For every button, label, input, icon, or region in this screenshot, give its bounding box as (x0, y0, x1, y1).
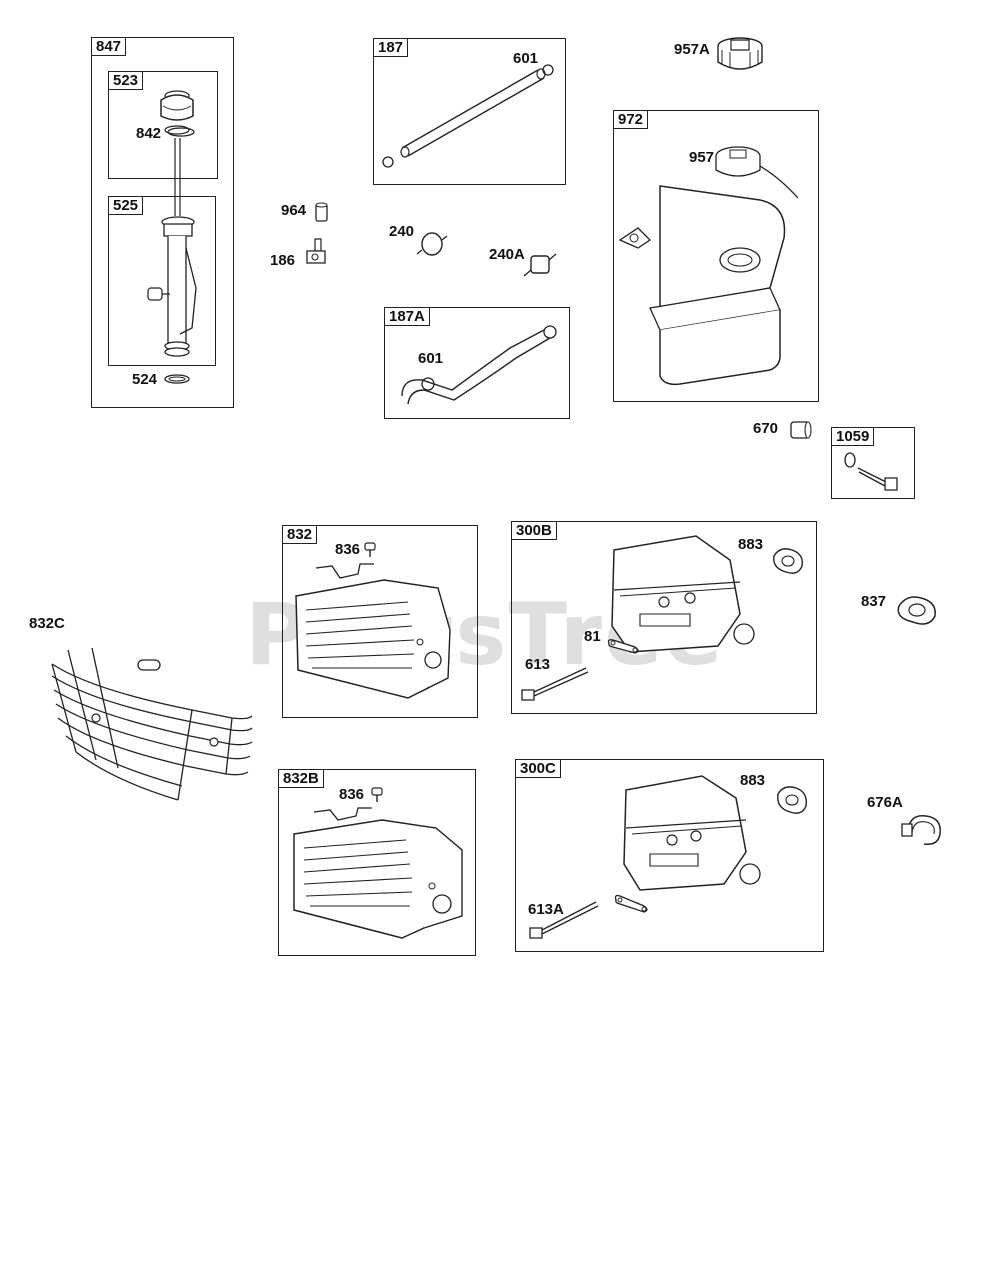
muffler-illustration-300B[interactable] (600, 530, 770, 658)
part-label-613A[interactable]: 613A (528, 901, 564, 918)
group-tag-847: 847 (91, 37, 127, 56)
muffler-guard-illustration-832B[interactable] (284, 806, 470, 946)
part-label-836-lower[interactable]: 836 (339, 786, 365, 803)
group-box-1059[interactable]: 1059 (831, 427, 915, 499)
group-box-525[interactable]: 525 (108, 196, 216, 366)
wire-guard-illustration[interactable] (42, 640, 256, 820)
group-box-832B[interactable]: 832B (278, 769, 476, 956)
part-label-832C[interactable]: 832C (29, 615, 65, 632)
screw-washer-illustration[interactable] (840, 448, 910, 494)
lock-plate-illustration-lower[interactable] (612, 892, 652, 916)
part-label-240[interactable]: 240 (389, 223, 415, 240)
inline-filter-illustration[interactable] (522, 250, 558, 280)
clamp-illustration[interactable] (900, 810, 946, 848)
part-label-957A[interactable]: 957A (674, 41, 710, 58)
part-label-613[interactable]: 613 (525, 656, 551, 673)
fuel-tube-illustration[interactable] (380, 60, 560, 170)
part-label-883-upper[interactable]: 883 (738, 536, 764, 553)
gasket-illustration-upper[interactable] (768, 544, 808, 578)
group-tag-187: 187 (373, 38, 409, 57)
group-box-187[interactable]: 187 (373, 38, 566, 185)
spacer-illustration[interactable] (788, 418, 814, 442)
group-box-300B[interactable]: 300B (511, 521, 817, 714)
group-tag-832B: 832B (278, 769, 324, 788)
fuel-cap-illustration[interactable] (712, 34, 768, 76)
group-box-300C[interactable]: 300C (515, 759, 824, 952)
muffler-illustration-300C[interactable] (612, 770, 772, 896)
part-label-240A[interactable]: 240A (489, 246, 525, 263)
group-tag-187A: 187A (384, 307, 430, 326)
gasket-illustration-lower[interactable] (772, 782, 812, 818)
part-label-81[interactable]: 81 (584, 628, 601, 645)
long-bolt-illustration-613A[interactable] (528, 896, 600, 942)
part-label-883-lower[interactable]: 883 (740, 772, 766, 789)
group-tag-1059: 1059 (831, 427, 875, 446)
fitting-illustration[interactable] (303, 237, 329, 267)
part-label-964[interactable]: 964 (281, 202, 307, 219)
sleeve-illustration[interactable] (314, 202, 330, 224)
group-tag-300B: 300B (511, 521, 557, 540)
part-label-676A[interactable]: 676A (867, 794, 903, 811)
group-tag-523: 523 (108, 71, 144, 90)
part-label-524[interactable]: 524 (132, 371, 158, 388)
fuel-filter-illustration[interactable] (416, 228, 448, 260)
oil-fill-cap-illustration[interactable] (155, 86, 200, 138)
fuel-tank-illustration[interactable] (620, 138, 814, 390)
part-label-836-upper[interactable]: 836 (335, 541, 361, 558)
part-label-842[interactable]: 842 (136, 125, 162, 142)
group-tag-972: 972 (613, 110, 649, 129)
group-box-523[interactable]: 523 (108, 71, 218, 179)
part-label-186[interactable]: 186 (270, 252, 296, 269)
seal-ring-illustration[interactable] (166, 126, 196, 138)
lock-plate-illustration-upper[interactable] (605, 637, 641, 655)
group-box-847[interactable]: 847 (91, 37, 234, 408)
group-box-832[interactable]: 832 (282, 525, 478, 718)
muffler-guard-illustration[interactable] (288, 560, 466, 710)
part-label-601-tube[interactable]: 601 (513, 50, 539, 67)
group-tag-832: 832 (282, 525, 318, 544)
group-box-972[interactable]: 972 (613, 110, 819, 402)
o-ring-illustration[interactable] (163, 373, 191, 385)
bolt-icon-lower[interactable] (369, 786, 385, 804)
curved-hose-illustration[interactable] (392, 318, 562, 413)
group-tag-300C: 300C (515, 759, 561, 778)
part-label-837[interactable]: 837 (861, 593, 887, 610)
bolt-icon-upper[interactable] (362, 541, 378, 559)
dipstick-tube-illustration[interactable] (140, 138, 210, 360)
group-box-187A[interactable]: 187A (384, 307, 570, 419)
group-tag-525: 525 (108, 196, 144, 215)
long-bolt-illustration-613[interactable] (520, 664, 592, 704)
gasket-illustration-837[interactable] (893, 592, 941, 628)
part-label-601-hose[interactable]: 601 (418, 350, 444, 367)
part-label-957[interactable]: 957 (689, 149, 715, 166)
part-label-670[interactable]: 670 (753, 420, 779, 437)
